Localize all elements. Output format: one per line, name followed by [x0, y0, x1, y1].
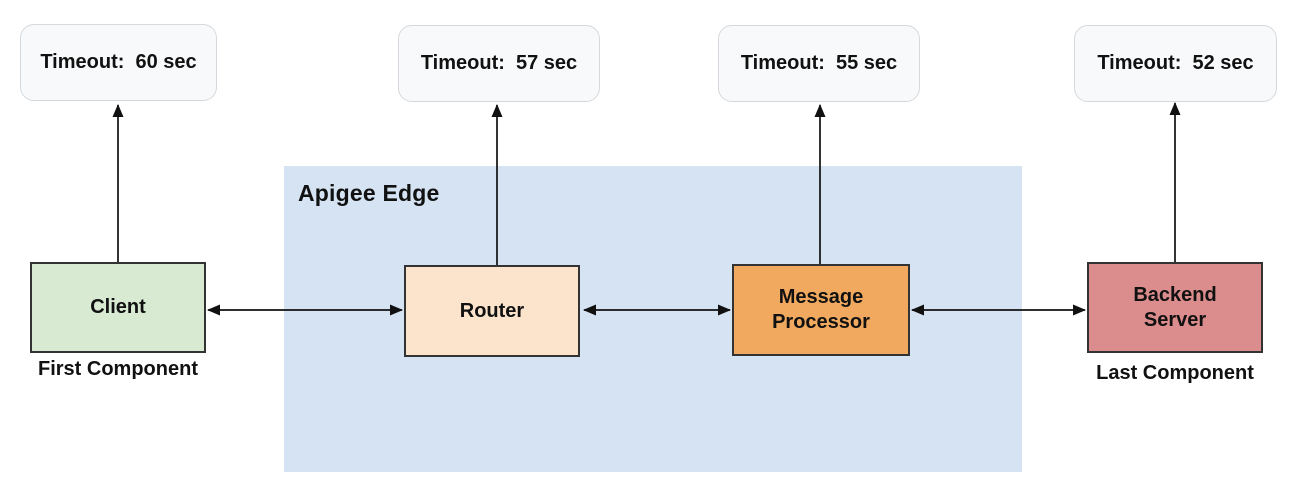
- caption-last-component: Last Component: [1096, 362, 1254, 384]
- component-box-client: Client: [30, 262, 206, 353]
- component-box-router: Router: [404, 265, 580, 357]
- timeout-box-backend-server: Timeout: 52 sec: [1074, 25, 1277, 102]
- timeout-label: Timeout: 52 sec: [1097, 52, 1254, 74]
- component-label: Router: [459, 299, 525, 322]
- timeout-label: Timeout: 57 sec: [420, 52, 578, 74]
- timeout-box-client: Timeout: 60 sec: [20, 24, 217, 101]
- timeout-label: Timeout: 55 sec: [740, 52, 898, 74]
- component-label: Backend Server: [1133, 283, 1217, 331]
- component-box-backend-server: Backend Server: [1087, 262, 1263, 353]
- component-label: Message Processor: [772, 286, 870, 333]
- component-box-message-processor: Message Processor: [732, 264, 910, 356]
- apigee-edge-region: Apigee Edge: [284, 166, 1022, 472]
- timeout-box-router: Timeout: 57 sec: [398, 25, 600, 102]
- timeout-label: Timeout: 60 sec: [40, 51, 197, 73]
- caption-first-component: First Component: [38, 358, 198, 380]
- region-label: Apigee Edge: [298, 180, 440, 206]
- component-label: Client: [90, 296, 146, 318]
- timeout-box-message-processor: Timeout: 55 sec: [718, 25, 920, 102]
